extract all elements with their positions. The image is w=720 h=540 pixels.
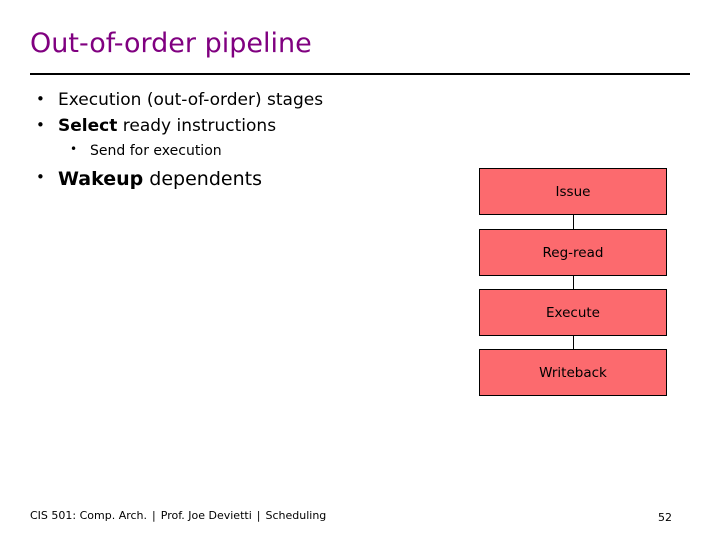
connector-execute-writeback xyxy=(573,336,574,349)
pipeline-stage-writeback: Writeback xyxy=(479,349,667,396)
pipeline-stage-writeback-label: Writeback xyxy=(539,364,607,381)
pipeline-stage-execute-label: Execute xyxy=(546,304,600,321)
footer-topic: Scheduling xyxy=(265,509,327,522)
bullet-item-2-text: ready instructions xyxy=(117,116,277,136)
bullet-item-4-text: dependents xyxy=(143,168,262,190)
connector-regread-execute xyxy=(573,276,574,289)
bullet-item-2: Select ready instructions xyxy=(30,118,470,135)
pipeline-stage-reg-read: Reg-read xyxy=(479,229,667,276)
page-title: Out-of-order pipeline xyxy=(30,28,312,59)
bullet-item-3: Send for execution xyxy=(30,143,470,159)
bullet-item-1-text: Execution (out-of-order) stages xyxy=(58,90,324,110)
pipeline-stage-execute: Execute xyxy=(479,289,667,336)
title-divider xyxy=(30,73,690,75)
bullet-item-4: Wakeup dependents xyxy=(30,170,470,189)
footer-instructor: Prof. Joe Devietti xyxy=(160,509,252,522)
connector-issue-regread xyxy=(573,215,574,229)
footer-separator-1: | xyxy=(152,509,156,522)
pipeline-stage-issue-label: Issue xyxy=(555,183,591,200)
bullet-item-2-bold: Select xyxy=(58,116,118,136)
footer-left: CIS 501: Comp. Arch. | Prof. Joe Devietti |… xyxy=(30,509,326,522)
pipeline-stage-issue: Issue xyxy=(479,168,667,215)
bullet-item-3-text: Send for execution xyxy=(90,143,222,159)
bullet-item-4-bold: Wakeup xyxy=(58,168,144,190)
page-number: 52 xyxy=(658,511,672,524)
footer-separator-2: | xyxy=(256,509,261,522)
pipeline-stage-reg-read-label: Reg-read xyxy=(542,244,604,261)
bullet-item-1: Execution (out-of-order) stages xyxy=(30,92,470,109)
bullet-list: Execution (out-of-order) stages Select r… xyxy=(30,92,470,198)
footer-course: CIS 501: Comp. Arch. xyxy=(30,509,148,522)
